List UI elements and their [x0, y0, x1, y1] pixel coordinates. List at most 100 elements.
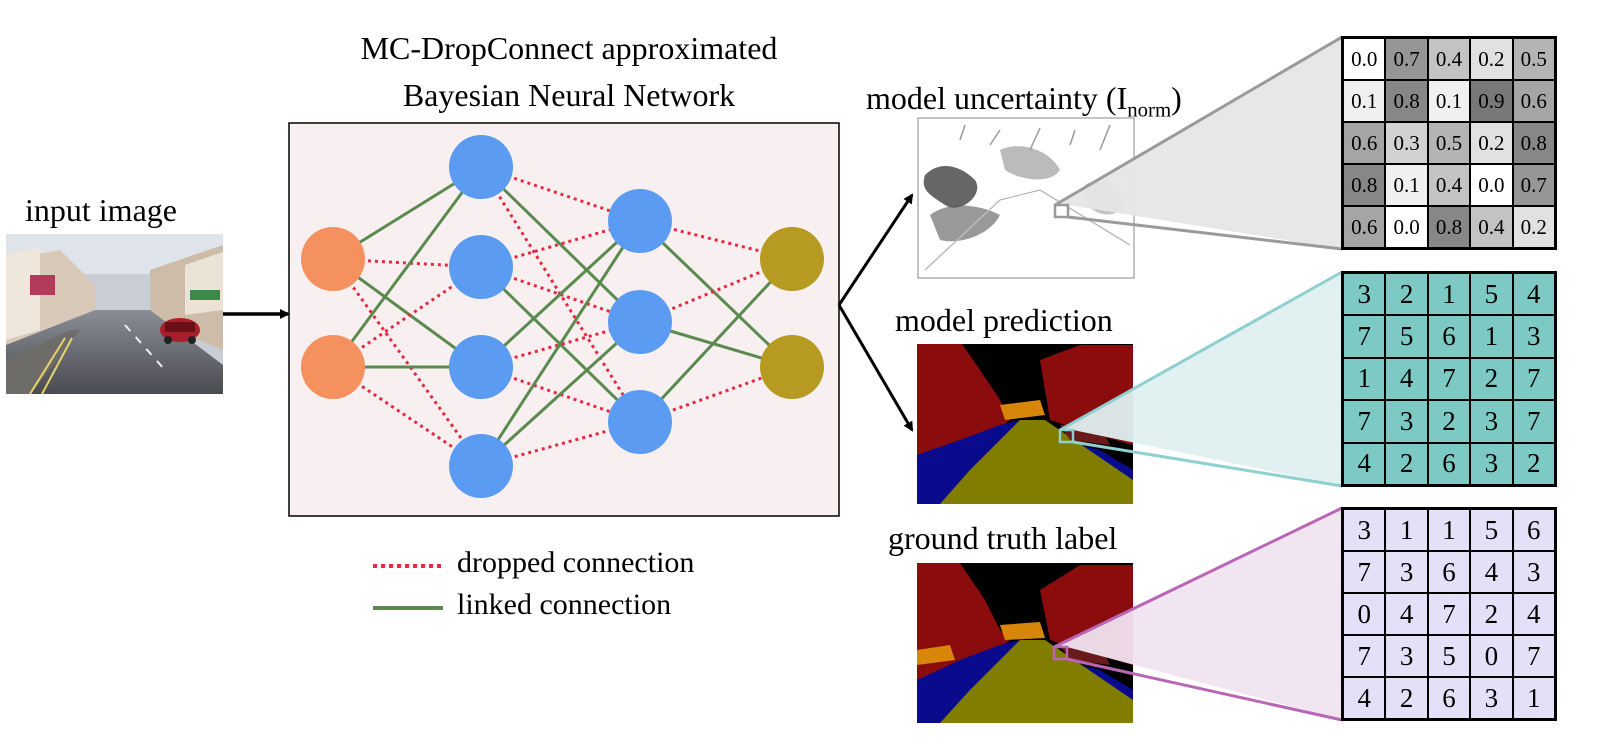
grid-cell: 1 [1470, 315, 1513, 358]
grid-cell: 3 [1343, 273, 1386, 316]
dropped-connection [639, 219, 793, 261]
hidden-node [608, 290, 672, 354]
grid-cell: 3 [1470, 442, 1513, 485]
grid-cell: 0.1 [1427, 80, 1471, 122]
grid-cell: 0 [1470, 635, 1513, 677]
linked-connection [331, 166, 483, 368]
grid-cell: 4 [1385, 593, 1428, 635]
grid-cell: 1 [1385, 509, 1428, 551]
grid-cell: 6 [1427, 677, 1471, 719]
grid-cell: 0.6 [1343, 206, 1386, 248]
grid-cell: 3 [1385, 400, 1428, 443]
linked-connection [638, 257, 794, 424]
grid-cell: 1 [1343, 357, 1386, 401]
network-title-line1: MC-DropConnect approximated [360, 30, 778, 66]
grid-cell: 3 [1343, 509, 1386, 551]
grid-cell: 6 [1427, 551, 1471, 593]
grid-cell: 3 [1385, 551, 1428, 593]
grid-cell: 2 [1427, 400, 1471, 443]
legend-dropped-label: dropped connection [457, 546, 695, 579]
linked-connection [479, 165, 642, 324]
grid-cell: 2 [1385, 442, 1428, 485]
grid-cell: 4 [1470, 551, 1513, 593]
uncertainty-label-close: ) [1171, 80, 1182, 116]
grid-cell: 0.6 [1512, 80, 1555, 122]
grid-cell: 4 [1512, 273, 1555, 316]
grid-cell: 0.0 [1385, 206, 1428, 248]
grid-cell: 7 [1512, 400, 1555, 443]
grid-cell: 7 [1427, 357, 1471, 401]
input-node [301, 227, 365, 291]
network-box [288, 122, 840, 517]
grid-cell: 5 [1470, 273, 1513, 316]
grid-cell: 0.1 [1385, 164, 1428, 206]
grid-cell: 0.8 [1512, 122, 1555, 164]
grid-cell: 0.2 [1512, 206, 1555, 248]
output-node [760, 227, 824, 291]
grid-cell: 3 [1512, 315, 1555, 358]
grid-cell: 0.8 [1343, 164, 1386, 206]
grid-cell: 1 [1427, 273, 1471, 316]
grid-cell: 0.5 [1427, 122, 1471, 164]
grid-cell: 0.0 [1343, 38, 1386, 80]
hidden-node [449, 335, 513, 399]
grid-cell: 7 [1343, 315, 1386, 358]
hidden-node [449, 135, 513, 199]
grid-cell: 0 [1343, 593, 1386, 635]
network-title-line2: Bayesian Neural Network [402, 77, 736, 113]
grid-cell: 2 [1385, 677, 1428, 719]
dropped-connection [331, 258, 483, 467]
ground-truth-zoom [1052, 506, 1343, 722]
grid-cell: 3 [1512, 551, 1555, 593]
uncertainty-label-sub: norm [1127, 98, 1172, 122]
grid-cell: 0.2 [1470, 122, 1513, 164]
grid-cell: 6 [1512, 509, 1555, 551]
hidden-node [449, 235, 513, 299]
legend-linked-label: linked connection [457, 588, 672, 621]
ground-truth-label: ground truth label [888, 520, 1118, 556]
grid-cell: 4 [1343, 442, 1386, 485]
hidden-node [449, 434, 513, 498]
uncertainty-label: model uncertainty (Inorm) [866, 80, 1182, 122]
dropped-connection [479, 166, 642, 423]
hidden-node [608, 189, 672, 253]
grid-cell: 7 [1512, 635, 1555, 677]
grid-cell: 0.2 [1470, 38, 1513, 80]
arrow-to-uncertainty [837, 193, 914, 306]
grid-cell: 2 [1512, 442, 1555, 485]
grid-cell: 5 [1385, 315, 1428, 358]
prediction-zoom [1058, 270, 1343, 488]
grid-cell: 3 [1470, 677, 1513, 719]
grid-cell: 6 [1427, 442, 1471, 485]
input-node [301, 335, 365, 399]
grid-cell: 7 [1343, 400, 1386, 443]
grid-cell: 0.7 [1512, 164, 1555, 206]
grid-cell: 0.8 [1427, 206, 1471, 248]
grid-cell: 2 [1470, 593, 1513, 635]
grid-cell: 2 [1470, 357, 1513, 401]
linked-connection [638, 219, 794, 369]
grid-cell: 0.9 [1470, 80, 1513, 122]
grid-cell: 2 [1385, 273, 1428, 316]
grid-cell: 0.4 [1470, 206, 1513, 248]
grid-cell: 0.3 [1385, 122, 1428, 164]
linked-connection [479, 219, 642, 369]
grid-cell: 6 [1427, 315, 1471, 358]
linked-connection [479, 320, 642, 468]
output-node [760, 335, 824, 399]
uncertainty-zoom [1053, 35, 1343, 251]
grid-cell: 0.7 [1385, 38, 1428, 80]
grid-cell: 7 [1343, 635, 1386, 677]
grid-cell: 3 [1470, 400, 1513, 443]
hidden-node [608, 390, 672, 454]
grid-cell: 7 [1343, 551, 1386, 593]
input-image [6, 234, 223, 395]
grid-cell: 0.4 [1427, 38, 1471, 80]
grid-cell: 4 [1343, 677, 1386, 719]
grid-cell: 1 [1427, 509, 1471, 551]
input-image-label: input image [25, 192, 177, 228]
